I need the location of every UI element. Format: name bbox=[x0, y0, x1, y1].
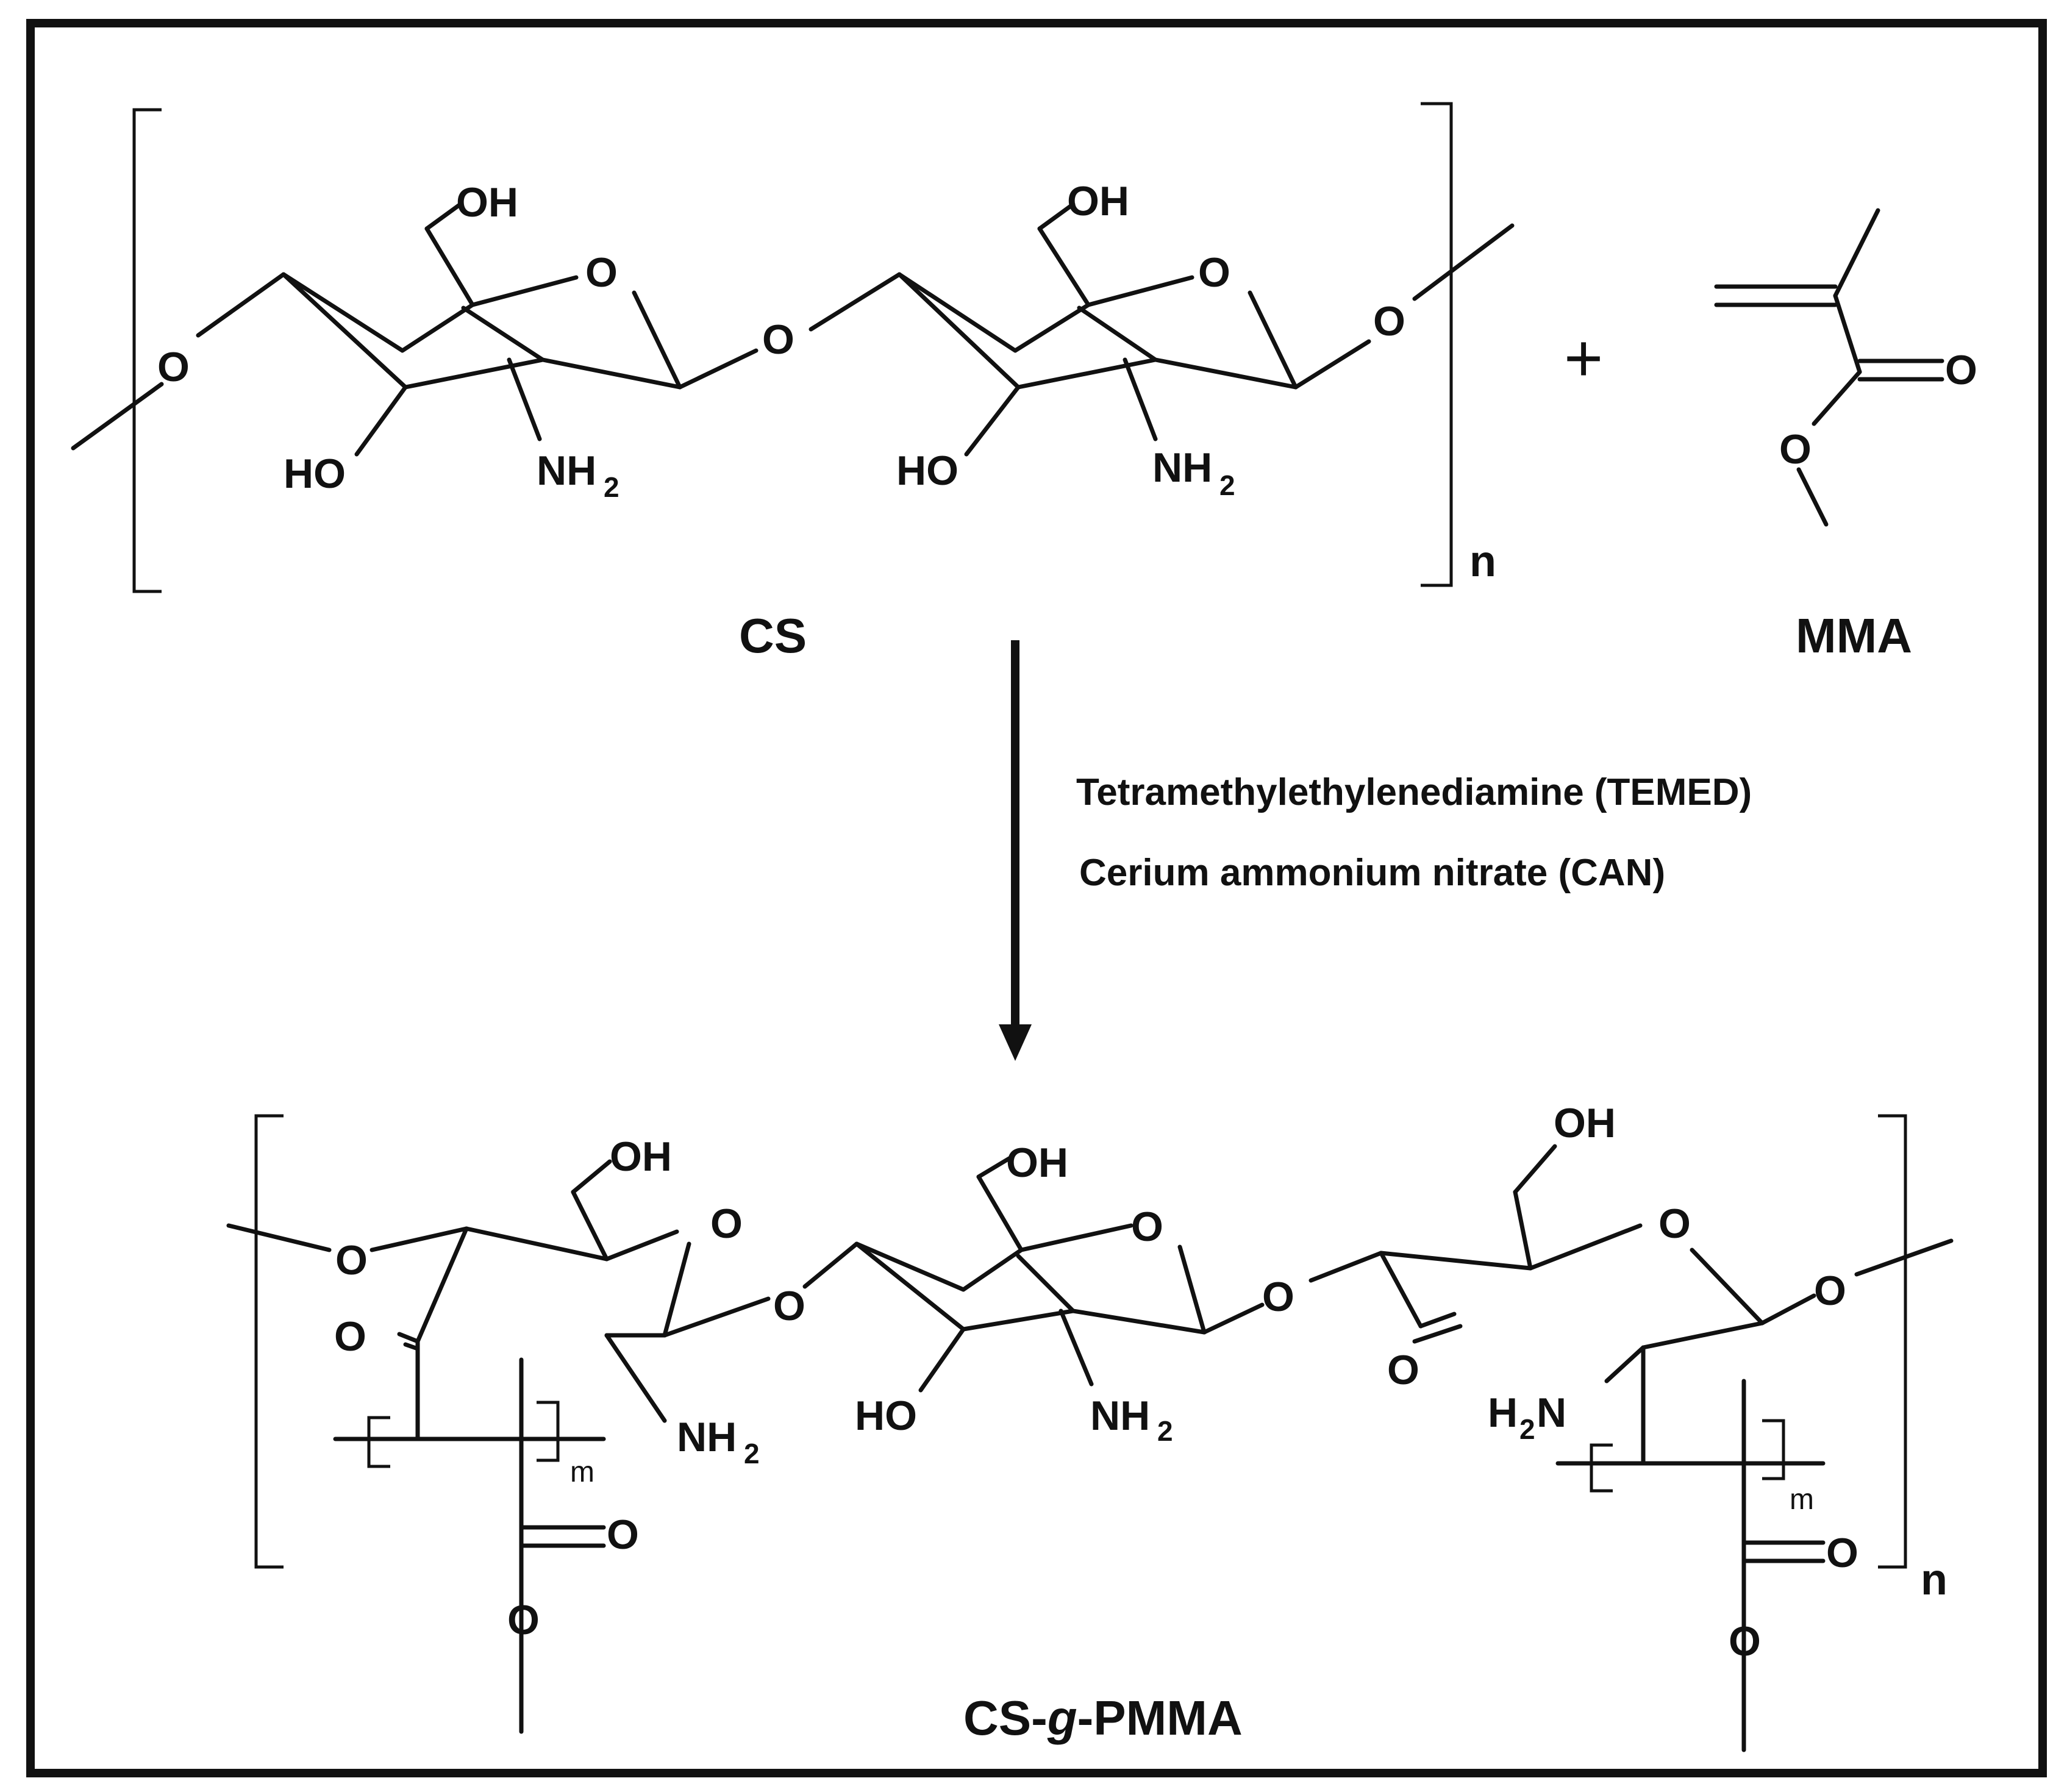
product-suffix: -PMMA bbox=[1077, 1691, 1243, 1745]
cs-ring1-oh: OH bbox=[456, 179, 518, 226]
cs-ring2-oh: OH bbox=[1067, 178, 1129, 224]
p-ringC-h: H bbox=[1488, 1390, 1518, 1436]
cs-ring2-nh-sub: 2 bbox=[1219, 469, 1235, 501]
product-right-bracket bbox=[1878, 1114, 1907, 1569]
cs-ring2-o: O bbox=[1198, 249, 1230, 296]
outer-frame bbox=[26, 19, 2047, 1777]
cs-repeat-n: n bbox=[1469, 537, 1496, 586]
p-ringA-o: O bbox=[710, 1201, 743, 1247]
cs-ring1-nh: NH bbox=[537, 448, 596, 494]
label-cs: CS bbox=[739, 609, 807, 663]
left-graft-m: m bbox=[570, 1456, 594, 1488]
right-graft-ester-o: O bbox=[1729, 1618, 1761, 1665]
chitosan-structure: O OH O HO NH 2 O OH O HO NH 2 O n bbox=[71, 102, 1515, 593]
cs-right-o: O bbox=[1373, 298, 1405, 344]
p-ringB-nh: NH bbox=[1090, 1393, 1150, 1439]
p-ringA-oh: OH bbox=[610, 1133, 672, 1180]
condition-temed: Tetramethylethylenediamine (TEMED) bbox=[1076, 771, 1752, 813]
right-graft-carbonyl-o: O bbox=[1826, 1530, 1858, 1576]
p-ringC-n: N bbox=[1537, 1390, 1566, 1436]
p-ringC-carbonyl-o: O bbox=[1387, 1347, 1419, 1393]
p-ringC-o: O bbox=[1658, 1201, 1691, 1247]
label-mma: MMA bbox=[1796, 609, 1912, 663]
product-prefix: CS- bbox=[963, 1691, 1048, 1745]
cs-ring1-o: O bbox=[585, 249, 618, 296]
p-left-o: O bbox=[335, 1237, 368, 1283]
cs-ring1-nh-sub: 2 bbox=[604, 471, 619, 503]
cs-right-bracket bbox=[1421, 102, 1453, 587]
cs-left-o: O bbox=[157, 344, 190, 390]
left-graft-ester-o: O bbox=[507, 1597, 540, 1643]
mma-carbonyl-o: O bbox=[1945, 347, 1977, 393]
plus-sign: + bbox=[1564, 321, 1603, 396]
product-repeat-n: n bbox=[1921, 1555, 1947, 1604]
reaction-arrow bbox=[999, 640, 1032, 1061]
p-ringB-ho: HO bbox=[855, 1393, 917, 1439]
p-ringB-oh: OH bbox=[1006, 1140, 1068, 1186]
left-graft-carbonyl-o: O bbox=[607, 1512, 639, 1558]
right-graft-m: m bbox=[1790, 1483, 1814, 1516]
cs-ring2-nh: NH bbox=[1152, 444, 1212, 491]
p-ringC-oh: OH bbox=[1554, 1100, 1616, 1146]
cs-ring1-ho: HO bbox=[284, 451, 346, 497]
product-italic: g bbox=[1047, 1691, 1077, 1745]
p-ringC-h-sub: 2 bbox=[1519, 1413, 1535, 1445]
p-right-o: O bbox=[1814, 1268, 1846, 1314]
mma-structure: O O bbox=[1714, 208, 1977, 527]
p-ringB-nh-sub: 2 bbox=[1157, 1415, 1173, 1447]
condition-can: Cerium ammonium nitrate (CAN) bbox=[1079, 852, 1665, 894]
mma-ester-o: O bbox=[1779, 426, 1812, 473]
p-ringA-nh-sub: 2 bbox=[744, 1438, 760, 1469]
cs-ring2-ho: HO bbox=[896, 448, 959, 494]
product-left-bracket bbox=[254, 1114, 284, 1569]
product-structure: m O O bbox=[226, 1100, 1954, 1752]
cs-left-bracket bbox=[132, 108, 162, 593]
p-bridge2-o: O bbox=[1262, 1274, 1294, 1320]
label-product: CS-g-PMMA bbox=[963, 1691, 1243, 1745]
p-ringB-o: O bbox=[1131, 1204, 1163, 1250]
p-bridge1-o: O bbox=[773, 1283, 805, 1329]
p-ringA-nh: NH bbox=[677, 1414, 737, 1460]
cs-bridge-o: O bbox=[762, 316, 794, 363]
p-ringA-carbonyl-o: O bbox=[334, 1313, 366, 1360]
